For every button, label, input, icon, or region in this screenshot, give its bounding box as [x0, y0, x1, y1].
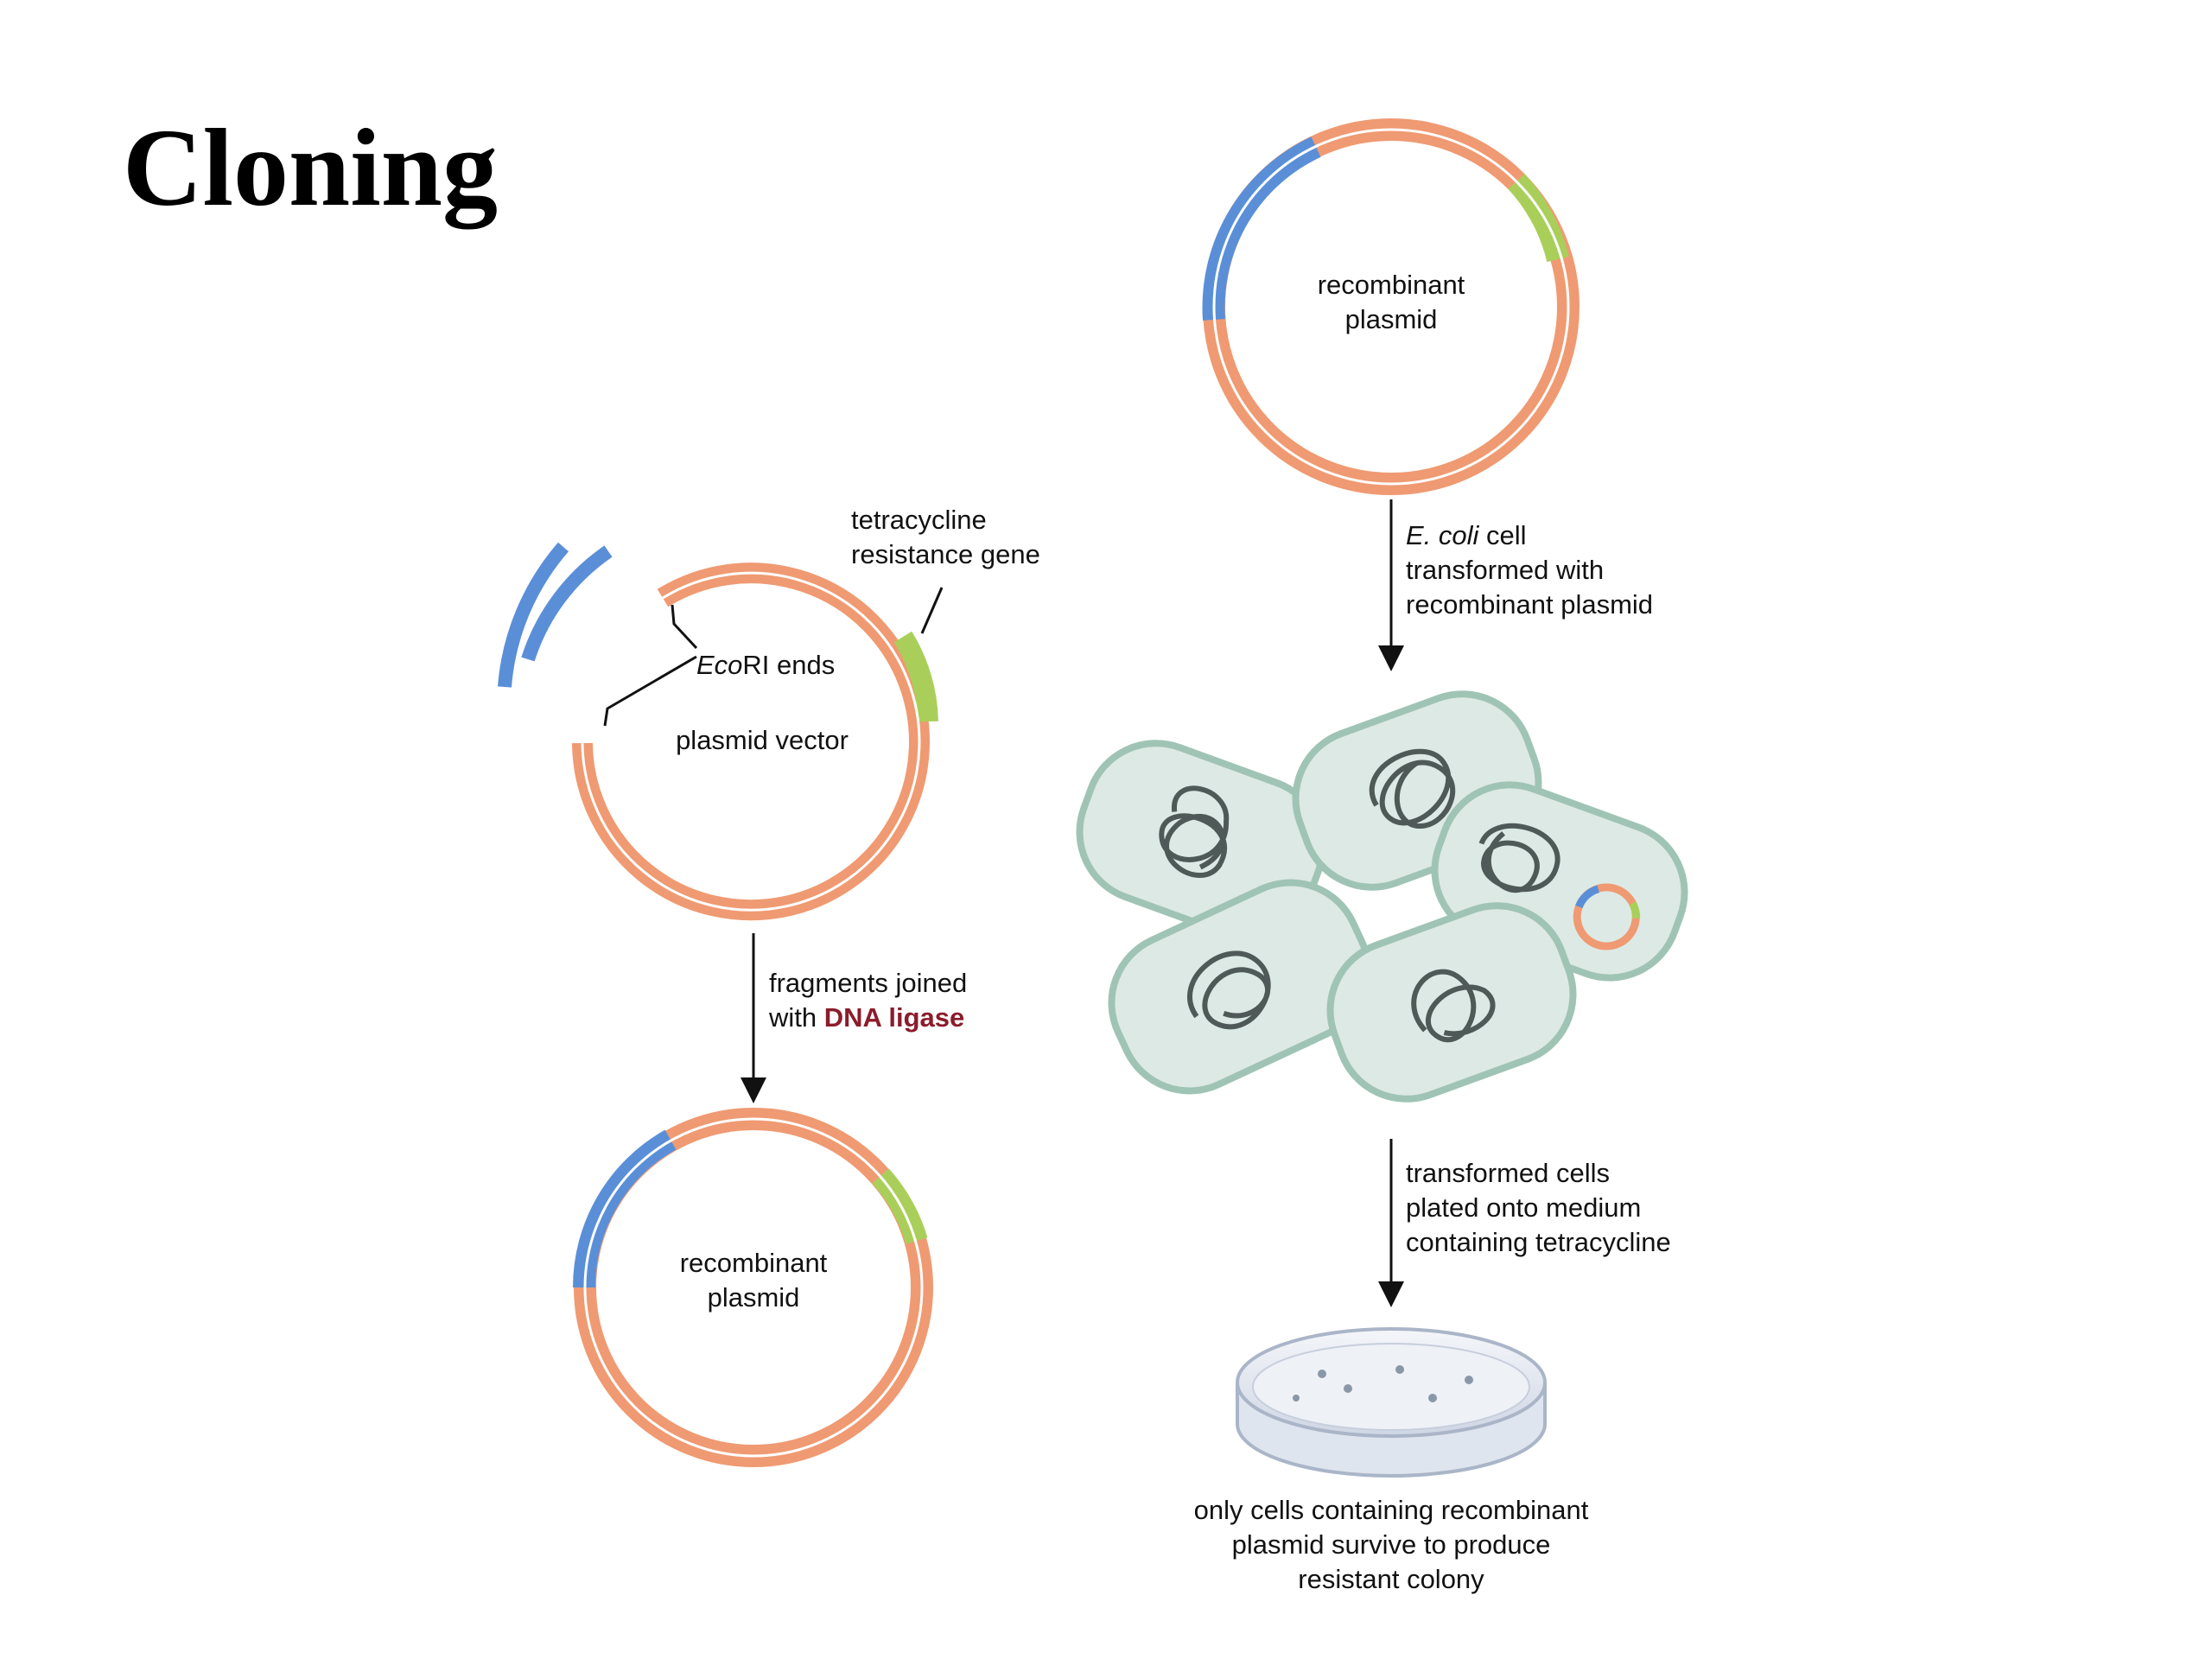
ecoli-cells: [1076, 690, 1688, 1103]
chromosome-icon: [1369, 748, 1456, 830]
colony: [1465, 1376, 1473, 1384]
chromosome-icon: [1159, 785, 1230, 878]
transformation-step-label-line2: transformed with: [1406, 555, 1604, 585]
result-label-line2: plasmid survive to produce: [1232, 1529, 1551, 1560]
recombinant-plasmid-bottom: recombinant plasmid: [572, 1108, 933, 1467]
plasmid-vector-label: plasmid vector: [676, 725, 849, 755]
bacterium-icon: [1108, 879, 1372, 1095]
colony: [1395, 1365, 1404, 1374]
ligation-step-label: fragments joined: [769, 968, 967, 998]
recombinant-plasmid-label-line2: plasmid: [708, 1282, 800, 1313]
insert-strand-inner: [521, 545, 613, 662]
dna-ligase-label: DNA ligase: [824, 1002, 965, 1033]
dna-fragment-icon: [498, 542, 613, 688]
recombinant-plasmid-center-strand: [583, 1117, 924, 1458]
result-label-line3: resistant colony: [1298, 1564, 1484, 1594]
transformed-plasmid-icon: [1573, 883, 1641, 950]
tet-gene-pointer: [920, 587, 944, 634]
bacterium-icon: [1326, 902, 1577, 1103]
colonies: [1293, 1365, 1473, 1402]
chromosome-icon: [1478, 823, 1560, 893]
ligation-step-label-line2: with DNA ligase: [768, 1002, 964, 1033]
transformation-step-label: E. coli cell: [1406, 520, 1527, 550]
recombinant-plasmid-top-label: recombinant: [1318, 270, 1465, 300]
tet-gene-label: tetracycline: [851, 505, 987, 535]
recombinant-plasmid-top-center-strand: [1212, 128, 1570, 486]
insert-strand-outer: [498, 542, 569, 688]
colony: [1428, 1394, 1437, 1402]
plating-step-label-line3: containing tetracycline: [1406, 1227, 1671, 1257]
chromosome-icon: [1411, 969, 1496, 1043]
tet-gene-label-line2: resistance gene: [851, 539, 1040, 569]
plating-step-label: transformed cells: [1406, 1158, 1610, 1188]
transformation-step-label-line3: recombinant plasmid: [1406, 589, 1653, 620]
recombinant-plasmid-label: recombinant: [680, 1248, 828, 1278]
ecori-ends-pointer-upper: [671, 604, 698, 650]
colony: [1344, 1384, 1352, 1393]
plasmid-vector: [572, 563, 944, 921]
ecori-ends-label: EcoRI ends: [696, 650, 835, 680]
colony: [1318, 1370, 1326, 1378]
petri-dish-medium: [1252, 1343, 1530, 1431]
plating-step-label-line2: plated onto medium: [1406, 1192, 1641, 1223]
recombinant-plasmid-top-tet-segment: [1508, 174, 1569, 263]
recombinant-plasmid-top-label-line2: plasmid: [1345, 304, 1438, 334]
result-label: only cells containing recombinant: [1194, 1495, 1589, 1525]
petri-dish-icon: [1236, 1327, 1547, 1478]
plasmid-vector-tet-segment: [893, 631, 938, 722]
recombinant-plasmid-top: recombinant plasmid: [1202, 118, 1580, 495]
colony: [1293, 1395, 1300, 1402]
ecori-ends-pointer-lower: [603, 655, 697, 727]
slide-title: Cloning: [123, 106, 498, 229]
plasmid-vector-center-strand: [581, 571, 921, 912]
chromosome-icon: [1187, 950, 1271, 1030]
